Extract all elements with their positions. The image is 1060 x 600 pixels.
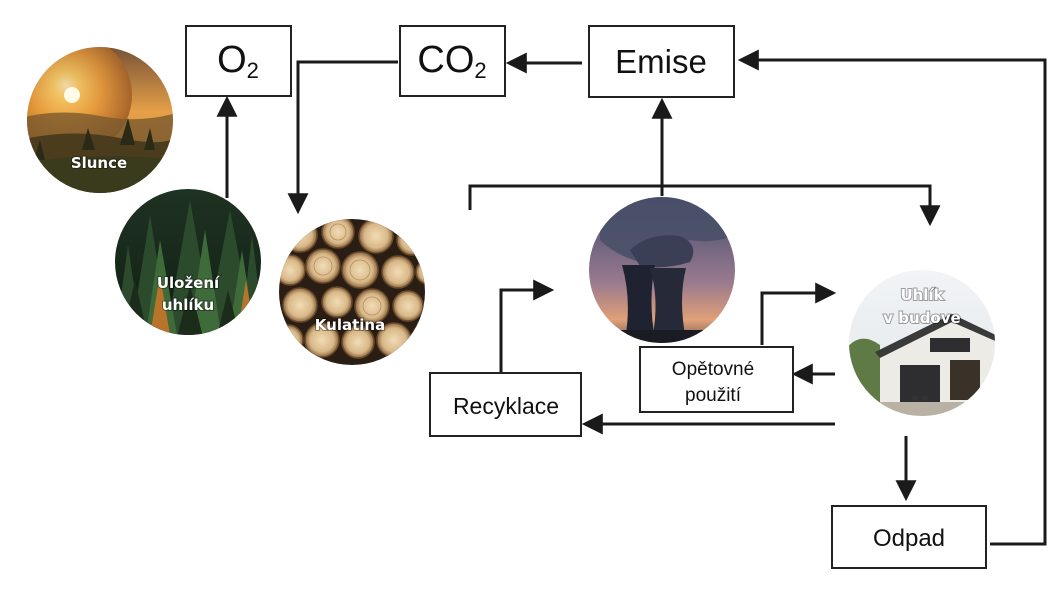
opetovne-pouziti-box: Opětovné použití bbox=[639, 346, 794, 413]
power-plant-circle bbox=[589, 197, 735, 343]
emise-box: Emise bbox=[588, 25, 735, 98]
co2-box: CO2 bbox=[399, 25, 506, 97]
uhlik-label-line2: v budove bbox=[883, 309, 960, 327]
ulozeni-uhliku-circle: Uložení uhlíku bbox=[115, 189, 261, 335]
uhlik-v-budove-circle: Uhlík v budove bbox=[849, 270, 995, 416]
uhlik-label-line1: Uhlík bbox=[900, 286, 944, 304]
opetovne-label-line1: Opětovné bbox=[672, 359, 754, 380]
conifer-forest-icon bbox=[115, 189, 261, 335]
recyklace-label: Recyklace bbox=[453, 393, 559, 419]
ulozeni-label-line2: uhlíku bbox=[162, 296, 214, 314]
o2-subscript: 2 bbox=[247, 58, 259, 83]
o2-label: O bbox=[217, 39, 247, 81]
arrow-co2-to-kulatina bbox=[287, 60, 398, 215]
arrow-odpad-to-emise bbox=[737, 49, 1047, 546]
kulatina-circle: Kulatina bbox=[279, 219, 425, 365]
arrow-to-uhlik bbox=[468, 184, 941, 227]
cooling-tower-icon bbox=[589, 197, 735, 343]
recyklace-box: Recyklace bbox=[429, 372, 582, 437]
co2-label: CO bbox=[417, 39, 474, 81]
co2-subscript: 2 bbox=[474, 58, 486, 83]
o2-box: O2 bbox=[185, 25, 292, 97]
svg-text:CO2: CO2 bbox=[417, 39, 486, 83]
odpad-box: Odpad bbox=[831, 505, 987, 569]
connectors bbox=[216, 49, 1047, 546]
log-pile-icon bbox=[279, 219, 425, 365]
slunce-circle: Slunce bbox=[27, 47, 173, 193]
ulozeni-label-line1: Uložení bbox=[157, 274, 220, 292]
sunrise-forest-icon bbox=[27, 47, 173, 193]
arrow-opetovne-up bbox=[760, 282, 837, 345]
arrow-recyklace-up bbox=[499, 279, 555, 372]
opetovne-label-line2: použití bbox=[685, 385, 742, 406]
svg-text:O2: O2 bbox=[217, 39, 259, 83]
kulatina-label: Kulatina bbox=[315, 316, 385, 334]
odpad-label: Odpad bbox=[873, 525, 945, 552]
emise-label: Emise bbox=[615, 43, 707, 80]
slunce-label: Slunce bbox=[71, 154, 127, 172]
